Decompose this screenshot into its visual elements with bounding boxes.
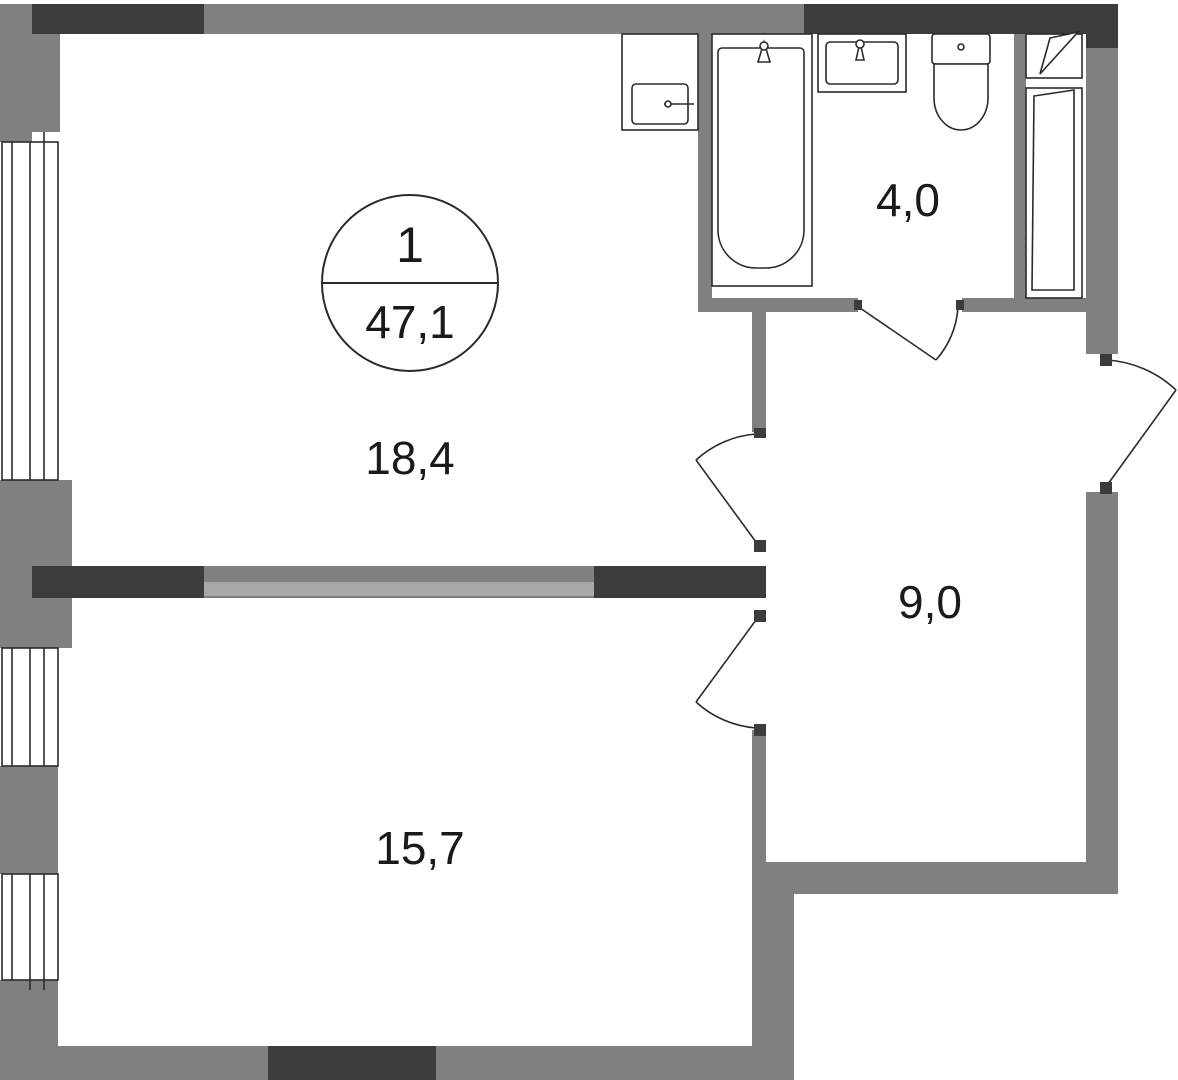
bathtub-icon	[711, 33, 813, 287]
total-area: 47,1	[365, 296, 455, 348]
apartment-badge: 1 47,1	[321, 194, 499, 372]
window-icon	[1, 132, 59, 990]
walls	[0, 4, 1118, 1080]
bedroom-area: 15,7	[375, 822, 465, 874]
toilet-icon	[931, 33, 991, 131]
washing-machine-icon	[1025, 30, 1083, 299]
walls-dark	[32, 4, 1118, 1080]
sink-icon	[817, 33, 907, 93]
kitchen-sink-icon	[621, 33, 699, 131]
door-icon	[695, 300, 1177, 736]
hall-area: 9,0	[898, 576, 962, 628]
living-room-area: 18,4	[365, 432, 455, 484]
rooms-count: 1	[396, 217, 424, 273]
bathroom-area: 4,0	[876, 174, 940, 226]
